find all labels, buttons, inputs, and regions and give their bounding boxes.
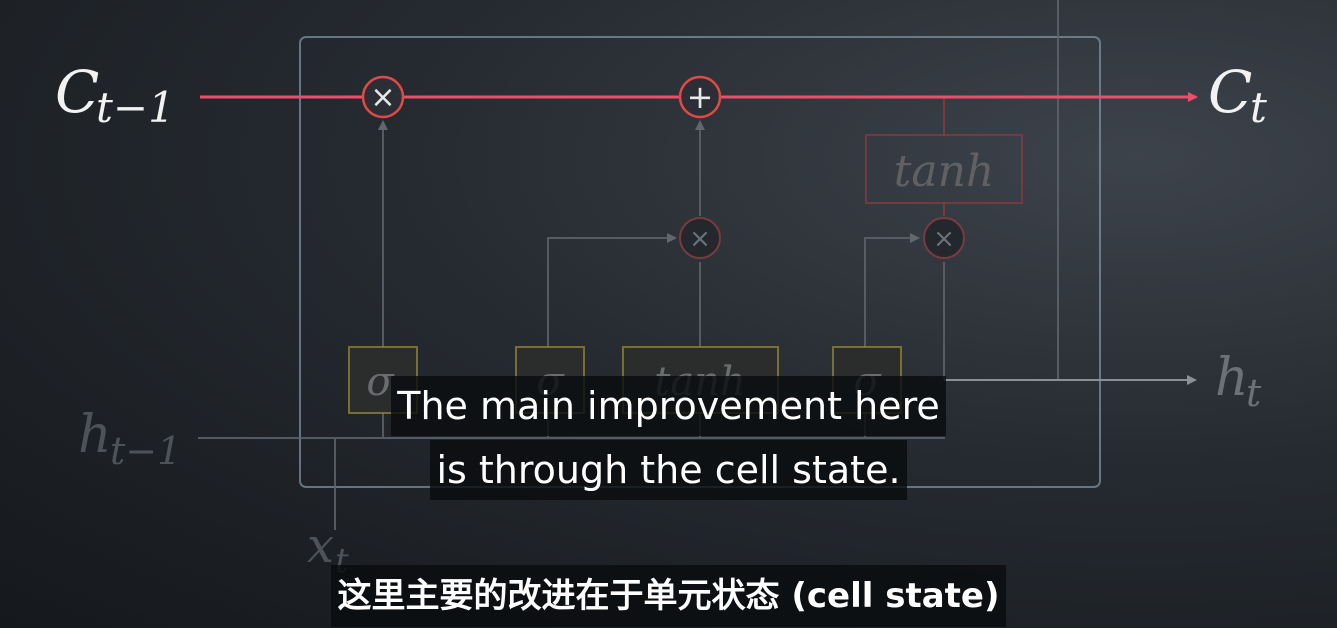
- output-tanh-box: [865, 134, 1023, 204]
- subtitle-english-line1: The main improvement here: [0, 376, 1337, 436]
- svg-text:+: +: [687, 78, 714, 116]
- svg-text:h: h: [78, 405, 112, 465]
- svg-text:C: C: [1208, 58, 1252, 126]
- svg-text:t−1: t−1: [96, 83, 175, 132]
- c-prev-label: C t−1: [55, 58, 175, 132]
- h-next-label: h t: [1215, 348, 1262, 415]
- subtitle-english-line2: is through the cell state.: [0, 440, 1337, 500]
- svg-text:t: t: [1250, 83, 1267, 132]
- h-prev-label: h t−1: [78, 405, 181, 473]
- svg-text:t−1: t−1: [110, 429, 181, 473]
- svg-text:×: ×: [370, 80, 395, 115]
- cell-add-node: +: [678, 75, 722, 119]
- output-multiply-node: ×: [923, 217, 965, 259]
- svg-text:x: x: [307, 518, 334, 574]
- svg-text:h: h: [1215, 348, 1249, 408]
- svg-text:×: ×: [933, 224, 955, 254]
- c-next-label: C t: [1208, 58, 1267, 132]
- input-multiply-node: ×: [679, 217, 721, 259]
- forget-multiply-node: ×: [361, 75, 405, 119]
- output-tanh-label: tanh: [894, 146, 995, 197]
- subtitle-chinese-line: 这里主要的改进在于单元状态 (cell state): [0, 565, 1337, 627]
- svg-text:σ: σ: [366, 359, 395, 405]
- svg-text:×: ×: [689, 224, 711, 254]
- svg-text:C: C: [55, 58, 99, 126]
- svg-text:t: t: [1246, 371, 1262, 415]
